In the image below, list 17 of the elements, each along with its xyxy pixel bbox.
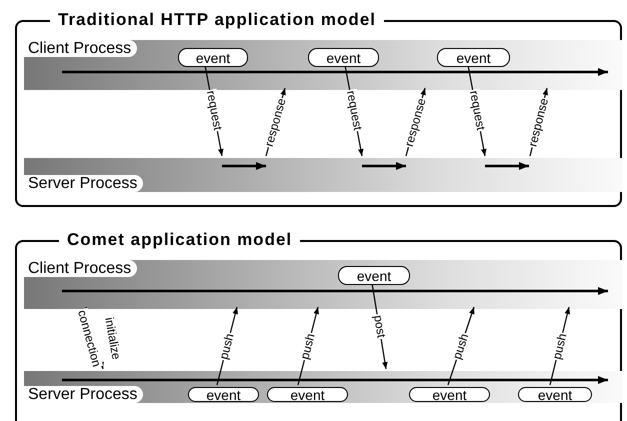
event-pill: event <box>178 48 248 67</box>
process-lane <box>24 158 622 192</box>
process-lane <box>24 371 622 403</box>
event-pill: event <box>188 387 259 402</box>
lane-label: Server Process <box>24 386 144 403</box>
process-lane <box>24 260 622 309</box>
event-pill: event <box>308 48 379 67</box>
event-pill: event <box>338 266 410 285</box>
event-pill: event <box>518 387 592 402</box>
lane-label: Client Process <box>24 40 138 57</box>
edge-label: post <box>370 312 388 340</box>
lane-label: Client Process <box>24 260 138 277</box>
process-lane <box>24 40 622 90</box>
event-pill: event <box>267 387 348 402</box>
event-pill: event <box>437 48 510 67</box>
event-pill: event <box>409 387 490 402</box>
lane-label: Server Process <box>24 175 144 192</box>
